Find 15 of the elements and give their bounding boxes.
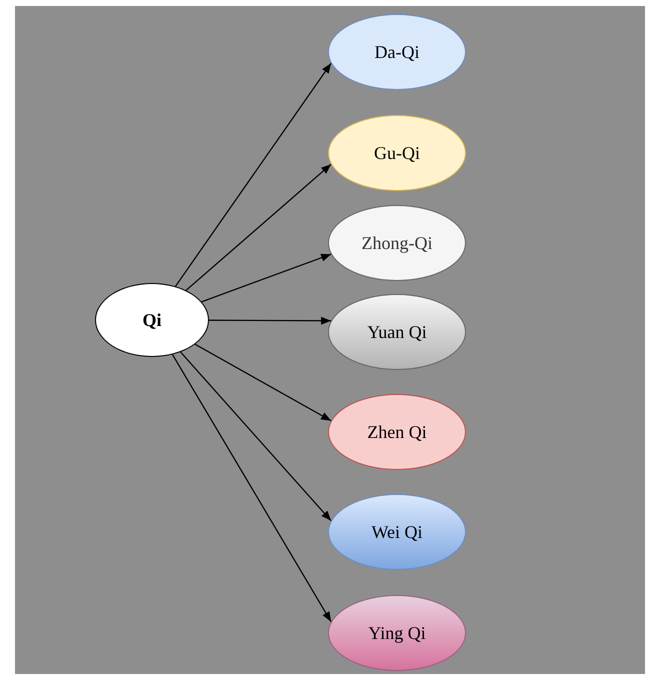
arrow bbox=[172, 354, 332, 622]
node-label: Da-Qi bbox=[374, 40, 420, 64]
arrow bbox=[201, 254, 332, 302]
arrow bbox=[180, 352, 332, 522]
node-label: Ying Qi bbox=[368, 622, 426, 645]
node-label: Gu-Qi bbox=[374, 142, 420, 164]
node-label: Qi bbox=[142, 308, 162, 332]
node-label: Wei Qi bbox=[371, 520, 423, 544]
arrow bbox=[186, 164, 332, 291]
node-label: Zhen Qi bbox=[367, 420, 427, 444]
arrow bbox=[194, 344, 332, 422]
node-label: Yuan Qi bbox=[367, 320, 427, 344]
arrow bbox=[209, 316, 332, 325]
node-label: Zhong-Qi bbox=[362, 232, 432, 255]
arrow bbox=[175, 62, 332, 287]
